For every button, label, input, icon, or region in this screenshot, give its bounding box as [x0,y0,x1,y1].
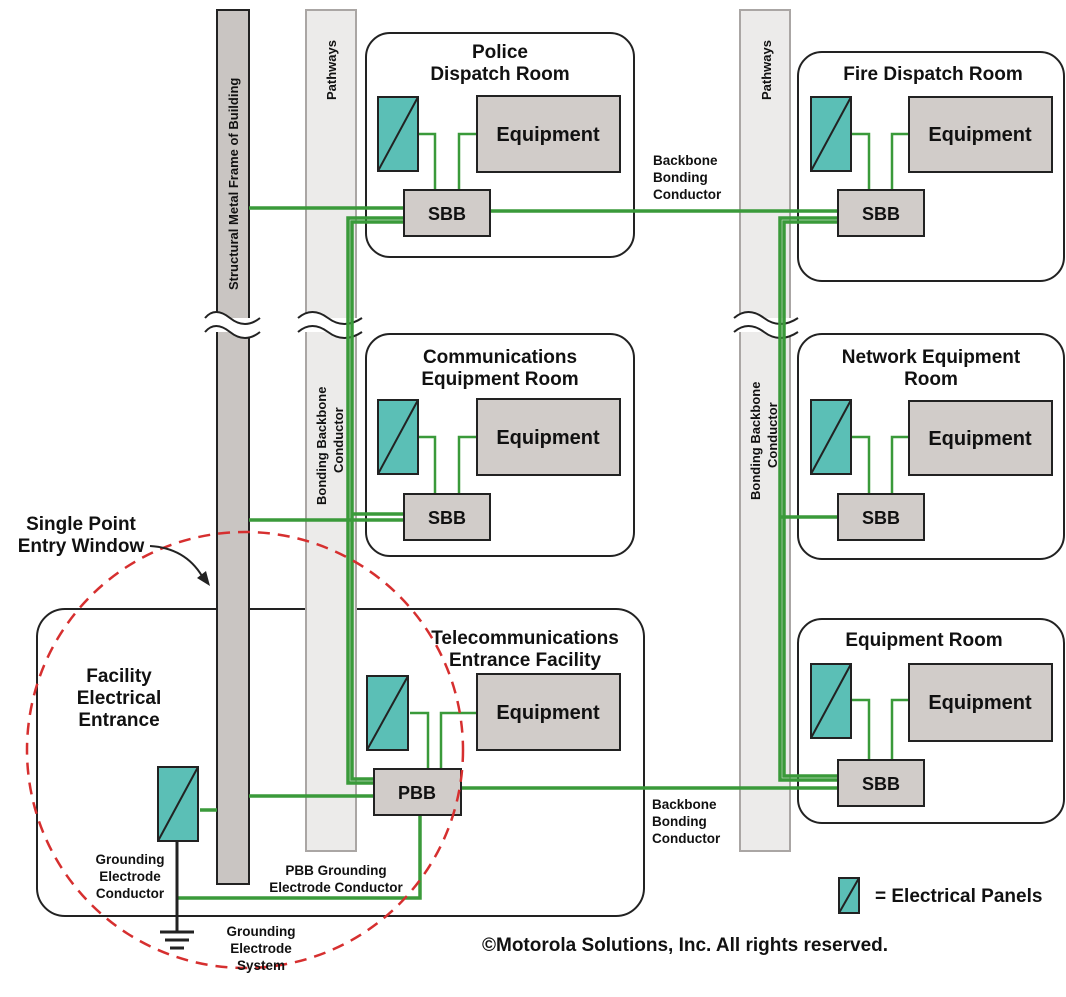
electrical-panel-icon [366,675,409,751]
sbb-label: SBB [862,774,900,794]
pathway-right-break-mark [733,311,799,339]
equipment-box [476,95,621,173]
sbb-label: SBB [862,508,900,528]
network-room-title: Room [904,369,958,390]
police-room-title: Dispatch Room [430,64,569,85]
equipment-label: Equipment [496,427,600,449]
sbb-label: SBB [428,508,466,528]
single-point-entry-window-circle [25,530,465,970]
pbb-grounding-electrode-conductor [177,810,422,900]
equipment-label: Equipment [928,692,1032,714]
electrical-panel-icon [810,399,852,475]
telecom-room-title: Telecommunications [431,628,619,649]
sbb-label: SBB [428,204,466,224]
comms-room-title: Equipment Room [421,369,578,390]
pbb-label: PBB [398,783,436,803]
backbone-bonding-conductor-label: Backbone [652,797,717,812]
equipment-label: Equipment [496,702,600,724]
equipment-box [908,663,1053,742]
backbone-bonding-conductor-label: Conductor [653,187,722,202]
single-point-entry-window-label: Single Point [26,514,136,535]
sbb-bus-bar [403,493,491,541]
backbone-bonding-conductor-label: Bonding [652,814,707,829]
bonding-backbone-conductor-label: Conductor [331,407,346,473]
equipment-box [476,673,621,751]
bonding-backbone-conductor-label: Conductor [765,402,780,468]
grounding-electrode-system-label: Electrode [230,941,292,956]
grounding-electrode-system-label: Grounding [227,924,296,939]
equipment-box [908,96,1053,173]
bonding-backbone-conductor-label: Bonding Backbone [748,382,763,500]
grounding-electrode-conductor-label: Conductor [96,886,165,901]
bonding-backbone-conductor-right [778,216,838,782]
backbone-bonding-conductor-label: Conductor [652,831,721,846]
sbb-bus-bar [837,189,925,237]
sbb-bus-bar [403,189,491,237]
comms-room-title: Communications [423,347,577,368]
pbb-grounding-electrode-conductor-label: Electrode Conductor [269,880,403,895]
sbb-bus-bar [837,759,925,807]
equipment-label: Equipment [928,124,1032,146]
electrical-panel-icon [810,663,852,739]
backbone-bonding-conductor-label: Backbone [653,153,718,168]
equipment-label: Equipment [928,428,1032,450]
equipment-box [908,400,1053,476]
facility-title: Facility [86,666,152,687]
network-room-title: Network Equipment [842,347,1021,368]
grounding-electrode-conductor-label: Grounding [96,852,165,867]
equipment-box [476,398,621,476]
frame-label: Structural Metal Frame of Building [226,78,241,290]
pbb-grounding-electrode-conductor-label: PBB Grounding [285,863,386,878]
sbb-label: SBB [862,204,900,224]
fire-room-title: Fire Dispatch Room [843,64,1022,85]
pathways-label: Pathways [324,40,339,100]
grounding-electrode-symbol [160,840,194,950]
bonding-backbone-conductor-label: Bonding Backbone [314,387,329,505]
bonding-backbone-conductor-left [346,216,404,785]
facility-title: Entrance [78,710,159,731]
pathways-label: Pathways [759,40,774,100]
single-point-entry-window-label: Entry Window [18,536,145,557]
grounding-electrode-conductor-label: Electrode [99,869,161,884]
police-room-title: Police [472,42,528,63]
single-point-entry-arrow [149,545,203,577]
grounding-electrode-system-label: System [237,958,285,973]
legend: = Electrical Panels [838,877,1042,914]
pbb-bus-bar [373,768,462,816]
electrical-panel-icon [377,96,419,172]
electrical-panel-icon [810,96,852,172]
bonding-conductors [177,132,909,900]
electrical-panel-icon [838,877,860,914]
legend-label: = Electrical Panels [875,886,1042,907]
equipment-label: Equipment [496,124,600,146]
electrical-panel-icon [377,399,419,475]
facility-title: Electrical [77,688,162,709]
copyright-notice: ©Motorola Solutions, Inc. All rights res… [482,935,888,956]
backbone-bonding-conductor-label: Bonding [653,170,708,185]
equipment-room-title: Equipment Room [845,630,1002,651]
structural-metal-frame [216,9,250,885]
electrical-panel-icon [157,766,199,842]
telecom-room-title: Entrance Facility [449,650,601,671]
sbb-bus-bar [837,493,925,541]
frame-break-mark [204,311,261,339]
